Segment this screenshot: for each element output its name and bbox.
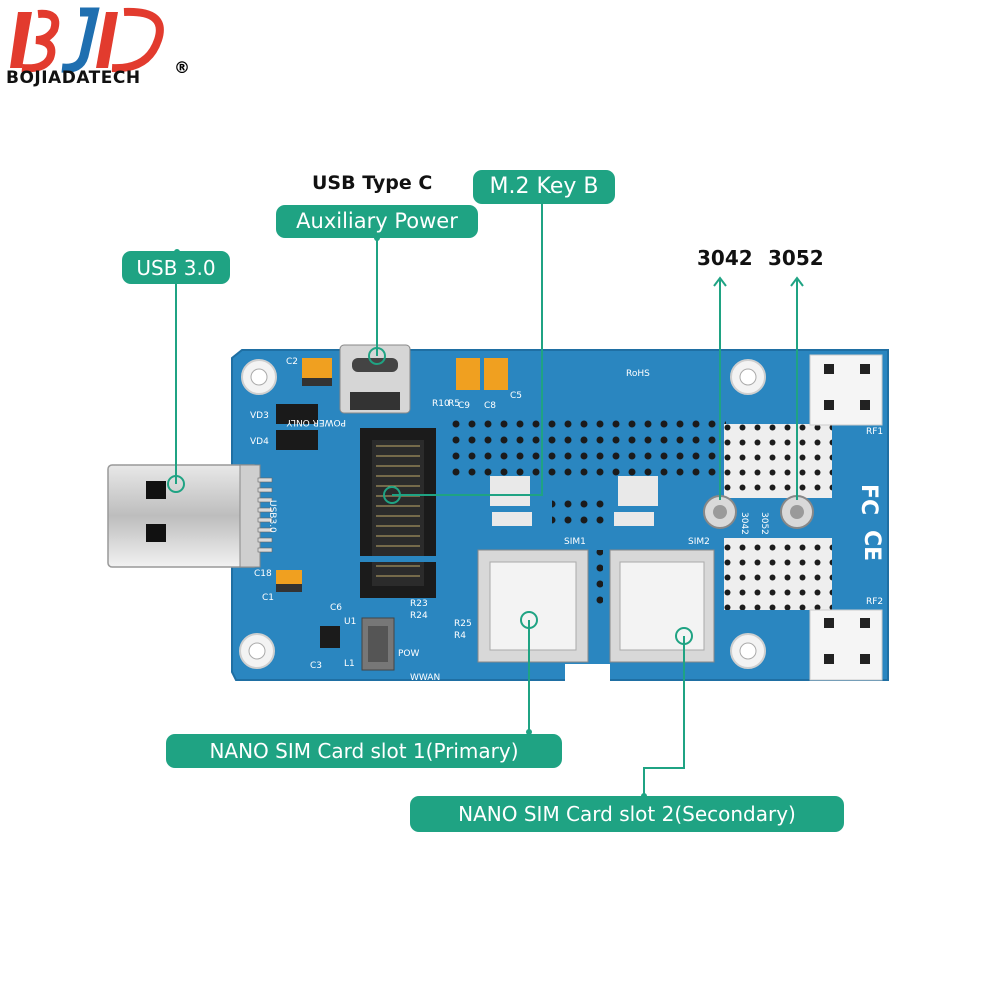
silk-c8: C8 [484, 401, 496, 411]
label-usb-type-c: USB Type C [312, 172, 433, 194]
silk-power-only: POWER ONLY [286, 417, 346, 427]
silk-c1: C1 [262, 593, 274, 603]
silk-3042: 3042 [739, 512, 749, 535]
registered-mark: ® [174, 58, 190, 77]
label-m2-key-b: M.2 Key B [473, 170, 615, 204]
label-3042: 3042 [697, 246, 753, 270]
label-usb-3-0: USB 3.0 [122, 251, 230, 284]
silk-c18: C18 [254, 569, 272, 579]
silk-c3: C3 [310, 661, 322, 671]
silk-c9: C9 [458, 401, 470, 411]
silk-r23: R23 [410, 599, 428, 609]
silk-wwan: WWAN [410, 673, 440, 683]
silk-l1: L1 [344, 659, 355, 669]
silk-r4: R4 [454, 631, 466, 641]
silk-r25: R25 [454, 619, 472, 629]
svg-text:FC: FC [856, 484, 881, 515]
silk-sim2: SIM2 [688, 537, 710, 547]
bjd-logo-icon [10, 7, 164, 73]
label-3052: 3052 [768, 246, 824, 270]
brand-name: BOJIADATECH [6, 68, 141, 88]
brand-logo: BOJIADATECH ® [6, 6, 208, 96]
svg-text:CE: CE [859, 530, 884, 561]
silk-c6: C6 [330, 603, 342, 613]
silk-rohs: RoHS [626, 369, 650, 379]
label-auxiliary-power: Auxiliary Power [276, 205, 478, 238]
silk-r24: R24 [410, 611, 428, 621]
silk-vd4: VD4 [250, 437, 269, 447]
silk-c5: C5 [510, 391, 522, 401]
silk-c2: C2 [286, 357, 298, 367]
silk-r10: R10 [432, 399, 450, 409]
silk-sim1: SIM1 [564, 537, 586, 547]
silk-usb30: USB3.0 [267, 500, 277, 533]
silk-rf1: RF1 [866, 427, 883, 437]
silk-u1: U1 [344, 617, 356, 627]
silk-rf2: RF2 [866, 597, 883, 607]
silk-vd3: VD3 [250, 411, 269, 421]
label-nano-sim-slot-2: NANO SIM Card slot 2(Secondary) [410, 796, 844, 832]
label-nano-sim-slot-1: NANO SIM Card slot 1(Primary) [166, 734, 562, 768]
silk-pow: POW [398, 649, 420, 659]
silk-3052: 3052 [759, 512, 769, 535]
silk-r5: R5 [448, 399, 460, 409]
